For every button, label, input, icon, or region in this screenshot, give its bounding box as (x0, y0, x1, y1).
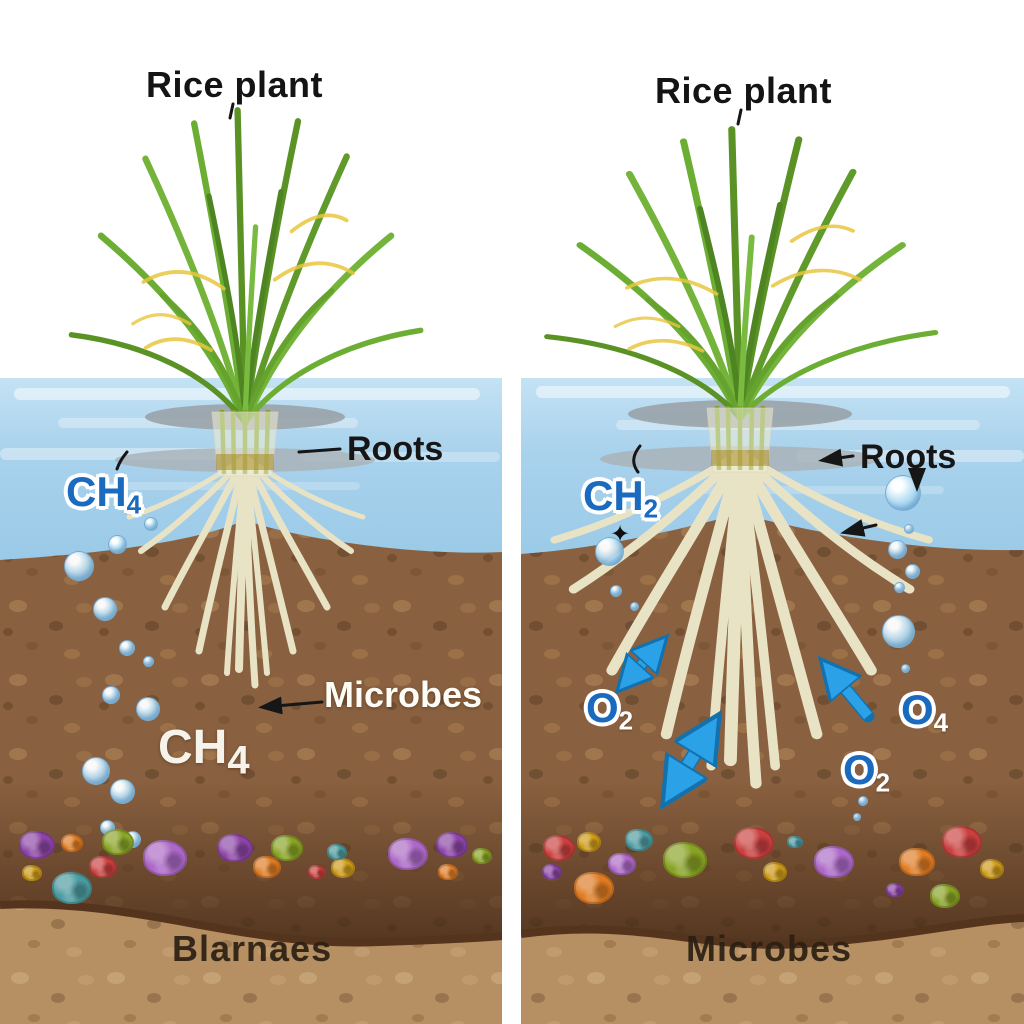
microbe-blob (930, 884, 960, 908)
microbe-blob (663, 842, 707, 878)
ch-label-water-right: CH2 (583, 472, 659, 524)
gas-bubble-icon (109, 778, 135, 804)
roots-label-left: Roots (347, 430, 444, 468)
gas-bubble-icon (107, 534, 127, 554)
panel-divider (502, 372, 521, 1024)
microbe-blob (271, 835, 303, 861)
microbe-blob (327, 844, 347, 860)
gas-bubble-icon (594, 536, 624, 566)
gas-bubble-icon (64, 551, 94, 581)
gas-bubble-icon (629, 601, 639, 611)
gas-bubble-icon (93, 597, 117, 621)
microbe-blob (102, 829, 134, 855)
left-panel-title: Rice plant (146, 64, 324, 105)
microbe-blob (61, 834, 83, 852)
gas-bubble-icon (881, 614, 915, 648)
gas-bubble-icon (853, 813, 861, 821)
microbe-blob (577, 832, 601, 852)
stem-collar-right (706, 406, 774, 473)
right-panel-title: Rice plant (655, 70, 833, 111)
microbe-blob (22, 865, 42, 881)
o2-label-mid: O2 (843, 746, 891, 798)
stem-collar-left (211, 410, 279, 477)
microbe-blob (734, 827, 774, 859)
microbe-blob (308, 864, 326, 880)
o2-label-left: O2 (586, 684, 634, 736)
microbe-blob (787, 835, 803, 849)
microbe-blob (52, 872, 92, 904)
gas-bubble-icon (144, 517, 158, 531)
microbe-blob (886, 882, 904, 898)
ch4-label-water-left: CH4 (66, 468, 142, 520)
microbe-blob (331, 858, 355, 878)
microbe-blob (438, 864, 458, 880)
microbe-blob (625, 828, 653, 852)
microbe-blob (574, 872, 614, 904)
gas-bubble-icon (893, 581, 905, 593)
microbe-blob (942, 826, 982, 858)
microbe-blob (217, 833, 253, 863)
microbe-blob (143, 840, 187, 876)
microbe-blob (980, 859, 1004, 879)
gas-bubble-icon (858, 796, 868, 806)
gas-bubble-icon (900, 663, 910, 673)
sparkle-icon: ✦ (610, 521, 631, 548)
o2-label-right: O4 (901, 686, 949, 738)
gas-bubble-icon (610, 585, 622, 597)
gas-bubble-icon (136, 697, 160, 721)
gas-bubble-icon (142, 655, 154, 667)
microbe-blob (388, 838, 428, 870)
microbe-blob (763, 862, 787, 882)
gas-bubble-icon (82, 757, 110, 785)
gas-bubble-icon (904, 524, 914, 534)
microbe-blob (608, 852, 636, 876)
ch4-label-soil-left: CH4 (158, 721, 250, 783)
caption-left: Blarnaes (172, 928, 333, 969)
caption-right: Microbes (686, 928, 853, 969)
microbe-blob (472, 848, 492, 864)
microbe-blob (814, 846, 854, 878)
gas-bubble-icon (102, 686, 120, 704)
gas-bubble-icon (885, 475, 921, 511)
microbe-blob (19, 830, 55, 860)
microbes-label-left: Microbes (324, 674, 483, 715)
gas-bubble-icon (904, 563, 920, 579)
microbe-blob (253, 855, 281, 879)
microbe-blob (542, 864, 562, 880)
microbe-blob (436, 832, 468, 858)
microbe-blob (543, 835, 575, 861)
roots-label-right: Roots (860, 438, 957, 476)
microbe-blob (89, 855, 117, 879)
gas-bubble-icon (887, 539, 907, 559)
microbe-blob (899, 847, 935, 877)
gas-bubble-icon (119, 640, 135, 656)
